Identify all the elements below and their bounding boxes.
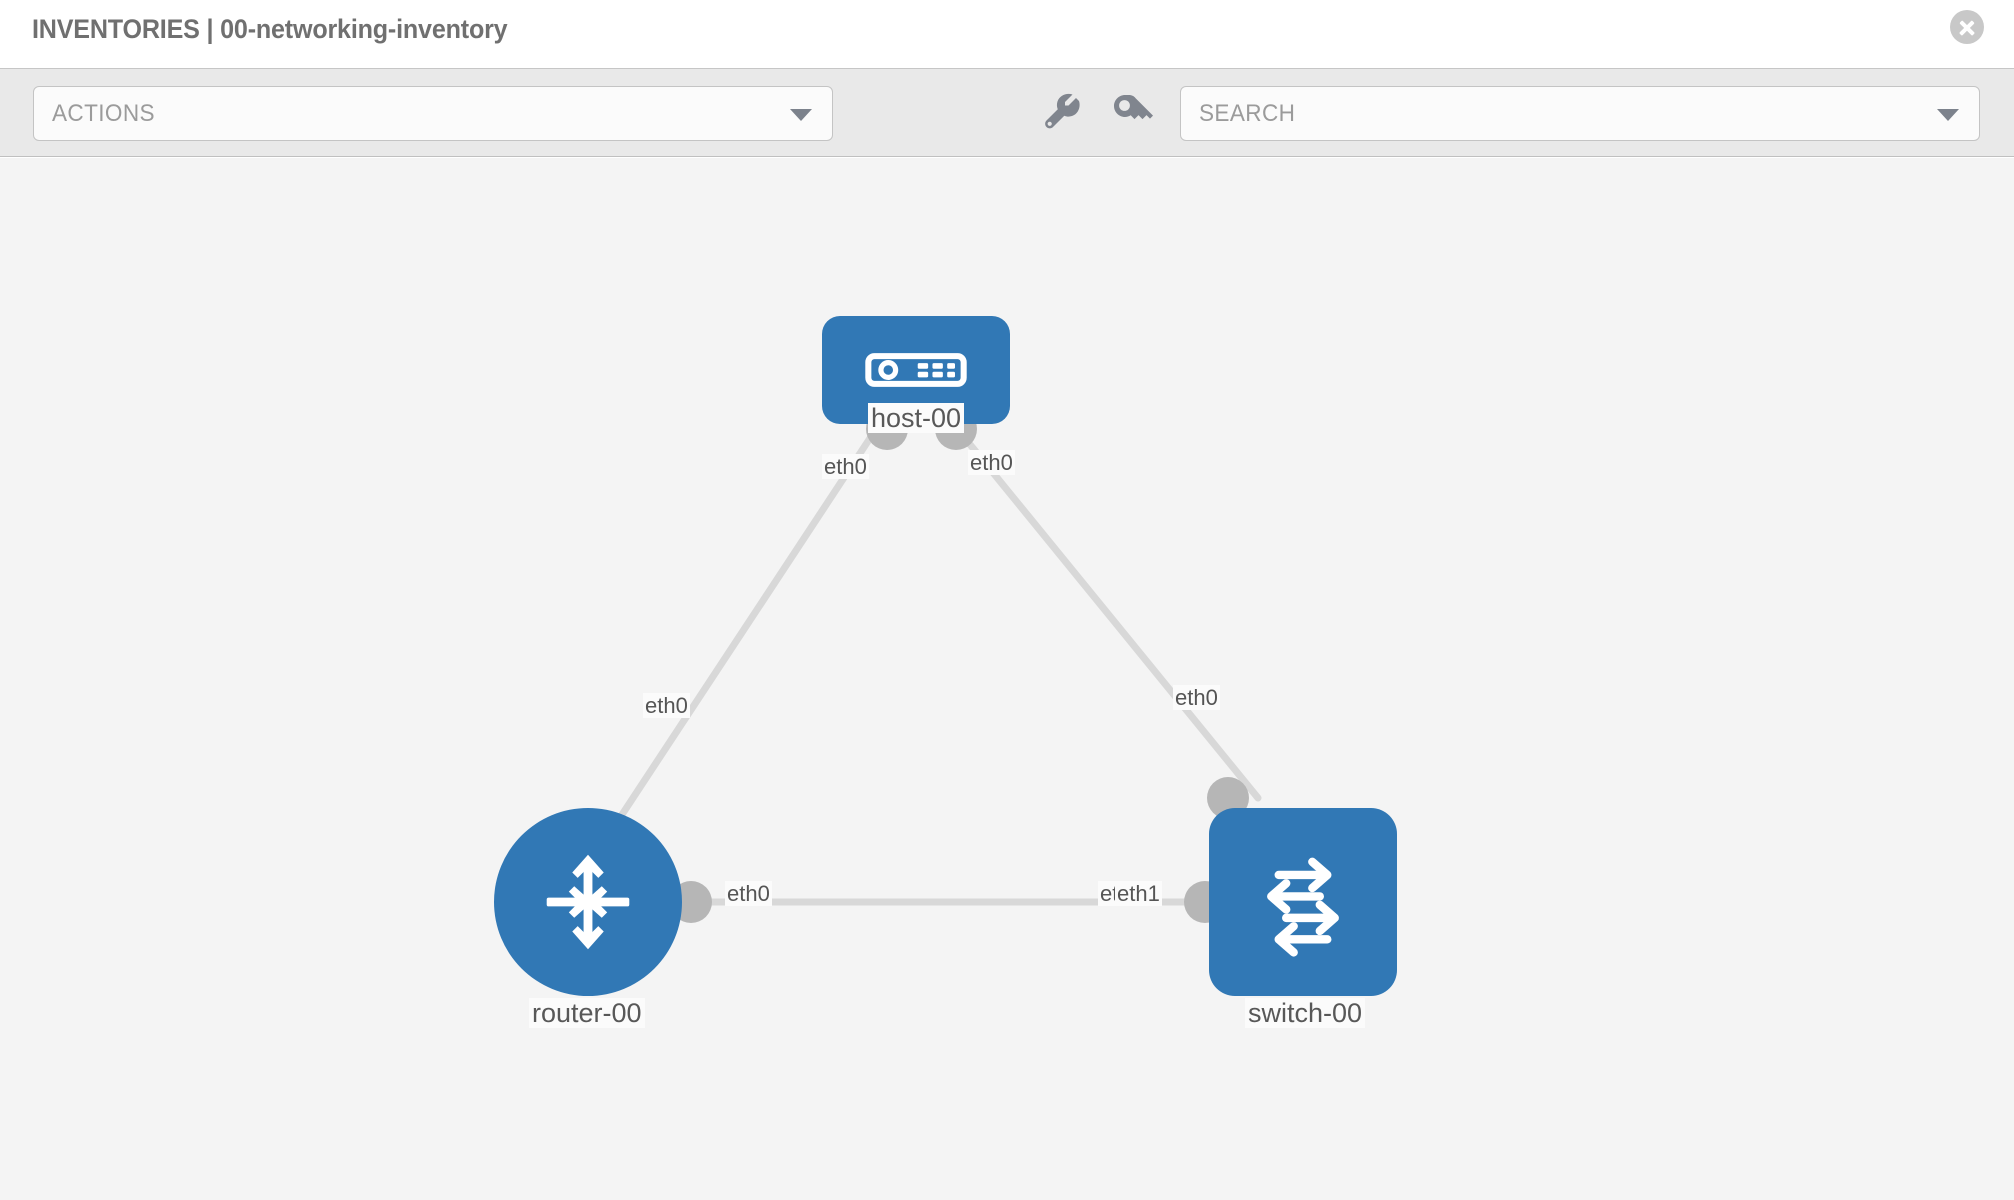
search-input[interactable]: SEARCH xyxy=(1180,86,1980,141)
close-icon[interactable] xyxy=(1950,10,1984,44)
node-label-router-00: router-00 xyxy=(529,998,645,1029)
node-label-switch-00: switch-00 xyxy=(1245,998,1366,1029)
topology-node-switch-00[interactable]: switch-00 xyxy=(1209,808,1397,1029)
chevron-down-icon xyxy=(790,109,812,121)
topology-node-host-00[interactable]: host-00 xyxy=(822,316,1010,434)
actions-dropdown[interactable]: ACTIONS xyxy=(33,86,833,141)
topology-links xyxy=(596,422,1262,906)
chevron-down-icon xyxy=(1937,109,1959,121)
search-placeholder: SEARCH xyxy=(1199,100,1296,127)
edge-label-host-left: eth0 xyxy=(822,454,869,480)
edge-label-host-right: eth0 xyxy=(968,450,1015,476)
page-title: INVENTORIES | 00-networking-inventory xyxy=(32,14,508,44)
edge-label-switch-left: eth1 xyxy=(1115,881,1162,907)
page-header: INVENTORIES | 00-networking-inventory xyxy=(0,0,2014,68)
key-icon[interactable] xyxy=(1108,89,1156,137)
actions-dropdown-label: ACTIONS xyxy=(52,100,155,127)
link-host-switch xyxy=(951,422,1262,802)
switch-arrows-icon xyxy=(1209,808,1397,996)
topology-canvas[interactable]: host-00 xyxy=(0,158,2014,1200)
wrench-icon[interactable] xyxy=(1038,89,1086,137)
topology-node-router-00[interactable]: router-00 xyxy=(494,808,682,1029)
edge-label-router-upper: eth0 xyxy=(643,693,690,719)
router-arrows-icon xyxy=(494,808,682,996)
edge-label-router-right: eth0 xyxy=(725,881,772,907)
edge-label-switch-upper: eth0 xyxy=(1173,685,1220,711)
toolbar: ACTIONS SEARCH xyxy=(0,68,2014,157)
link-host-router xyxy=(596,422,882,852)
node-label-host-00: host-00 xyxy=(868,403,965,434)
